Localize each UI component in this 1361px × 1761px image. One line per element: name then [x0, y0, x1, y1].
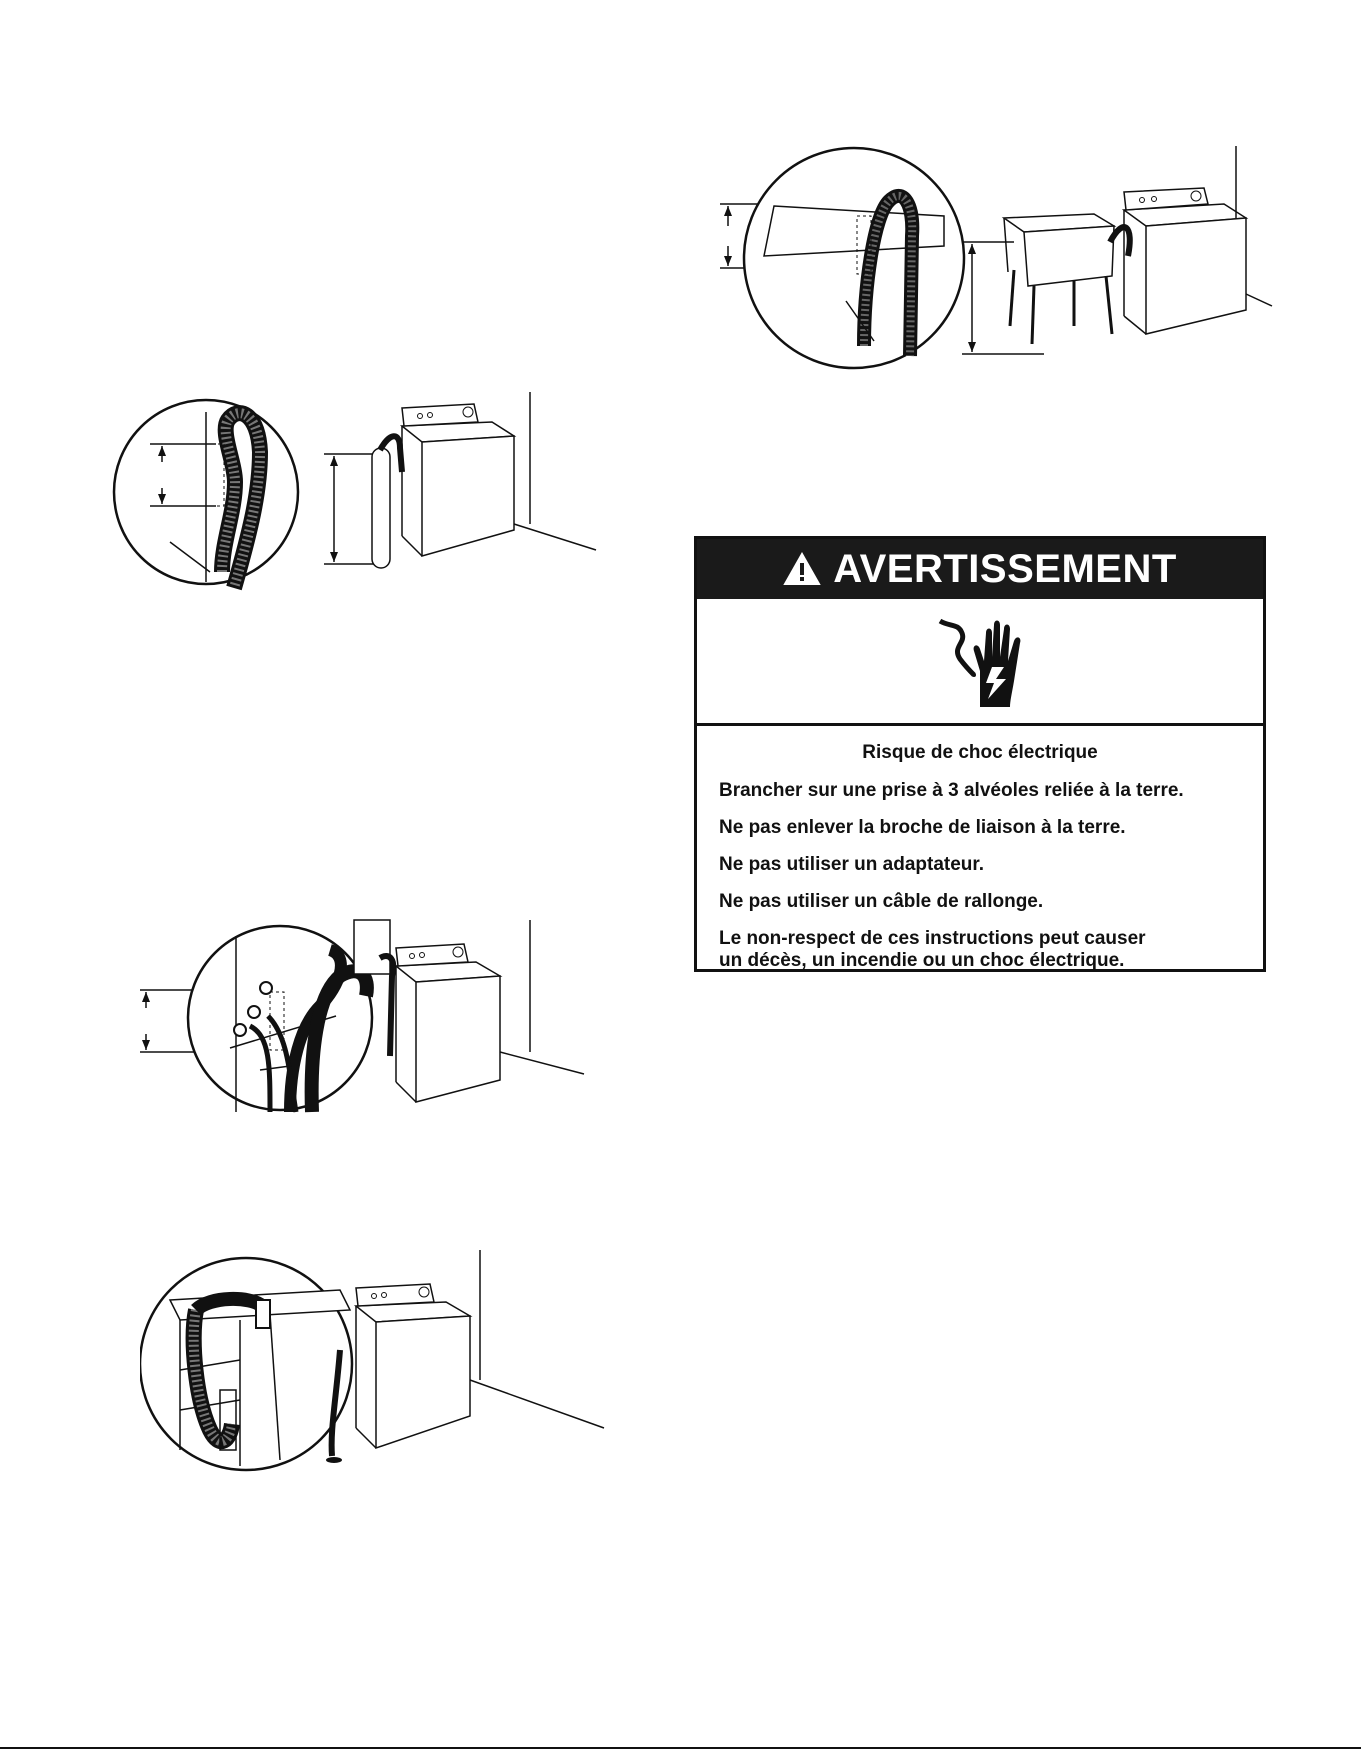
footer-rule — [0, 1747, 1361, 1749]
floor-drain-figure — [140, 1250, 620, 1490]
warning-body: Risque de choc électrique Brancher sur u… — [697, 726, 1263, 972]
laundry-tub-drain-figure — [714, 146, 1274, 376]
wall-drain-figure — [140, 916, 600, 1126]
warning-header-label: AVERTISSEMENT — [833, 546, 1177, 591]
hazard-icon-row — [697, 599, 1263, 726]
electric-shock-hand-icon — [938, 618, 1021, 707]
warning-triangle-icon — [783, 552, 821, 585]
warning-header: AVERTISSEMENT — [697, 539, 1263, 599]
warning-line: un décès, un incendie ou un choc électri… — [719, 950, 1125, 971]
warning-title: Risque de choc électrique — [862, 742, 1098, 763]
warning-line: Ne pas utiliser un câble de rallonge. — [719, 891, 1044, 912]
warning-line: Brancher sur une prise à 3 alvéoles reli… — [719, 780, 1184, 801]
warning-line: Le non-respect de ces instructions peut … — [719, 928, 1146, 949]
warning-box: AVERTISSEMENT Risque de choc électrique … — [694, 536, 1266, 972]
warning-line: Ne pas utiliser un adaptateur. — [719, 854, 985, 875]
standpipe-drain-figure — [110, 392, 610, 622]
warning-line: Ne pas enlever la broche de liaison à la… — [719, 817, 1126, 838]
